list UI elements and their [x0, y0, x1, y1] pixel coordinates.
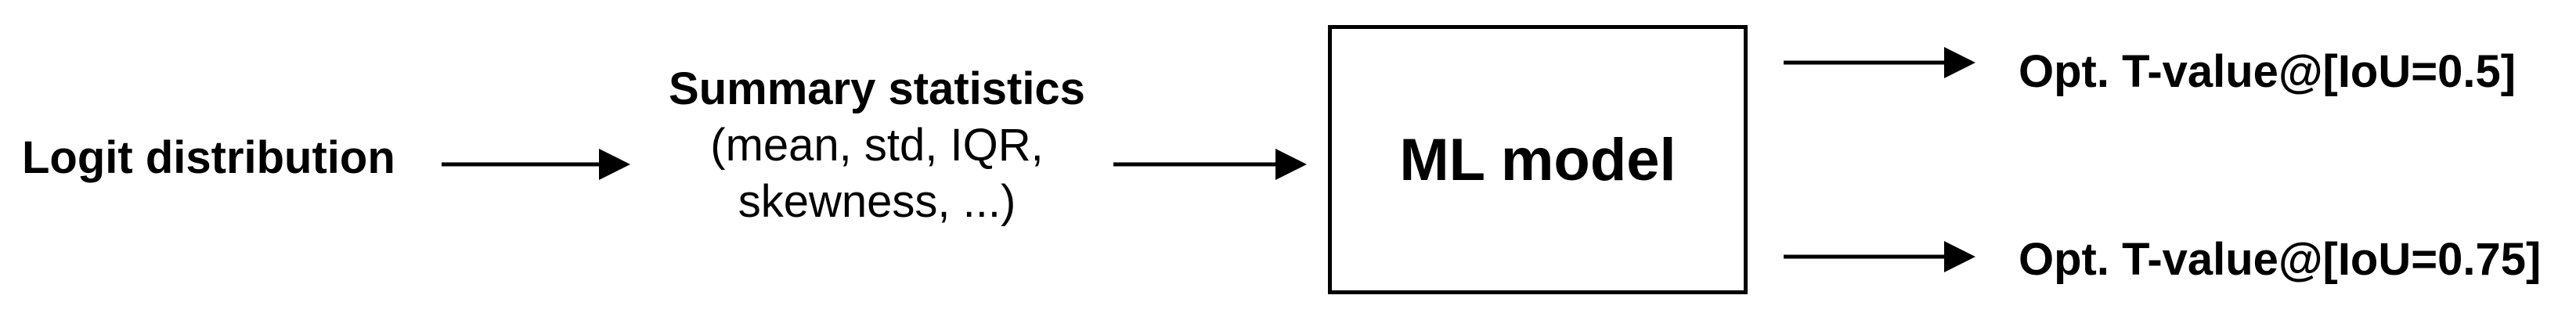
summary-statistics-title: Summary statistics [669, 63, 1085, 114]
logit-distribution-label: Logit distribution [22, 132, 395, 183]
output-iou-075-label: Opt. T-value@[IoU=0.75] [2019, 234, 2542, 285]
ml-model-box: ML model [1328, 25, 1748, 294]
summary-statistics-node: Summary statistics (mean, std, IQR, skew… [650, 61, 1104, 230]
output-iou-05-label: Opt. T-value@[IoU=0.5] [2019, 46, 2516, 97]
summary-statistics-detail-line1: (mean, std, IQR, [710, 120, 1044, 171]
ml-model-label: ML model [1399, 126, 1676, 193]
summary-statistics-detail-line2: skewness, ...) [738, 176, 1016, 227]
